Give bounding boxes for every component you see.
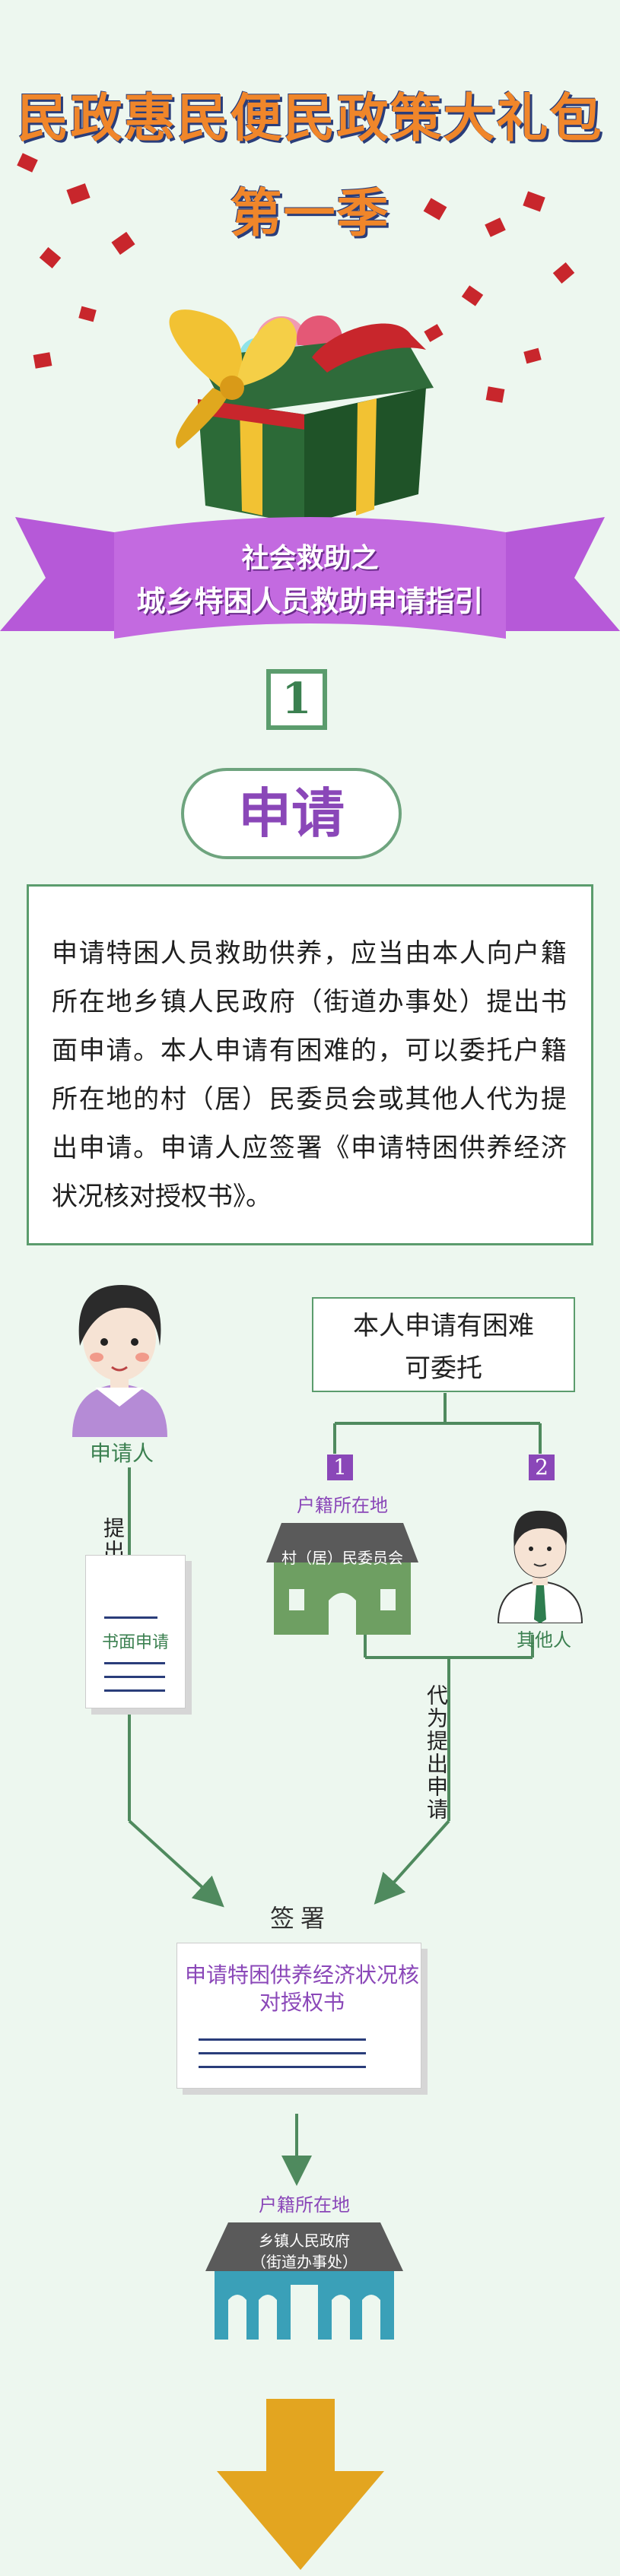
main-title: 民政惠民便民政策大礼包 <box>17 89 603 149</box>
description-text: 申请特困人员救助供养，应当由本人向户籍所在地乡镇人民政府（街道办事处）提出书面申… <box>27 884 593 1245</box>
sign-label: 签署 <box>269 1904 331 1933</box>
flow-connectors <box>128 1393 542 2186</box>
doc-line <box>199 2038 366 2041</box>
doc-line <box>199 2066 366 2068</box>
written-application-document: 书面申请 <box>85 1555 186 1708</box>
gov-name: 乡镇人民政府 （街道办事处） <box>228 2230 380 2273</box>
entrust-line2: 可委托 <box>405 1353 482 1384</box>
step-number-badge: 1 <box>266 669 327 730</box>
gov-line2: （街道办事处） <box>251 2253 358 2271</box>
gov-hukou-label: 户籍所在地 <box>259 2194 350 2216</box>
authorization-document <box>176 1943 421 2089</box>
option-1-badge: 1 <box>327 1455 353 1480</box>
applicant-person-icon <box>72 1285 167 1437</box>
gift-box-illustration <box>169 309 434 525</box>
banner-line1: 社会救助之 <box>241 543 379 574</box>
authorization-doc-title: 申请特困供养经济状况核对授权书 <box>184 1962 419 2015</box>
written-application-label: 书面申请 <box>101 1633 169 1652</box>
ribbon-banner <box>0 517 620 639</box>
committee-hukou-label: 户籍所在地 <box>297 1495 388 1516</box>
confetti-decoration <box>17 153 575 403</box>
committee-label: 村（居）民委员会 <box>281 1549 403 1567</box>
entrust-line1: 本人申请有困难 <box>353 1311 534 1341</box>
option-2-badge: 2 <box>529 1455 555 1480</box>
doc-line <box>104 1616 157 1619</box>
government-building-icon <box>205 2222 403 2340</box>
committee-building-icon <box>266 1523 418 1635</box>
on-behalf-label: 代为提出申请 <box>424 1684 449 1821</box>
doc-line <box>104 1689 165 1692</box>
other-person-label: 其他人 <box>517 1629 571 1651</box>
down-arrow-icon <box>217 2399 384 2570</box>
main-subtitle: 第一季 <box>230 184 390 244</box>
entrust-condition-box: 本人申请有困难 可委托 <box>312 1297 575 1392</box>
other-person-icon <box>497 1510 583 1623</box>
doc-line <box>104 1662 165 1664</box>
step-title: 申请 <box>181 768 402 859</box>
gov-line1: 乡镇人民政府 <box>259 2232 350 2250</box>
doc-line <box>199 2052 366 2054</box>
banner-line2: 城乡特困人员救助申请指引 <box>136 585 484 618</box>
applicant-label: 申请人 <box>89 1441 154 1466</box>
doc-line <box>104 1676 165 1678</box>
